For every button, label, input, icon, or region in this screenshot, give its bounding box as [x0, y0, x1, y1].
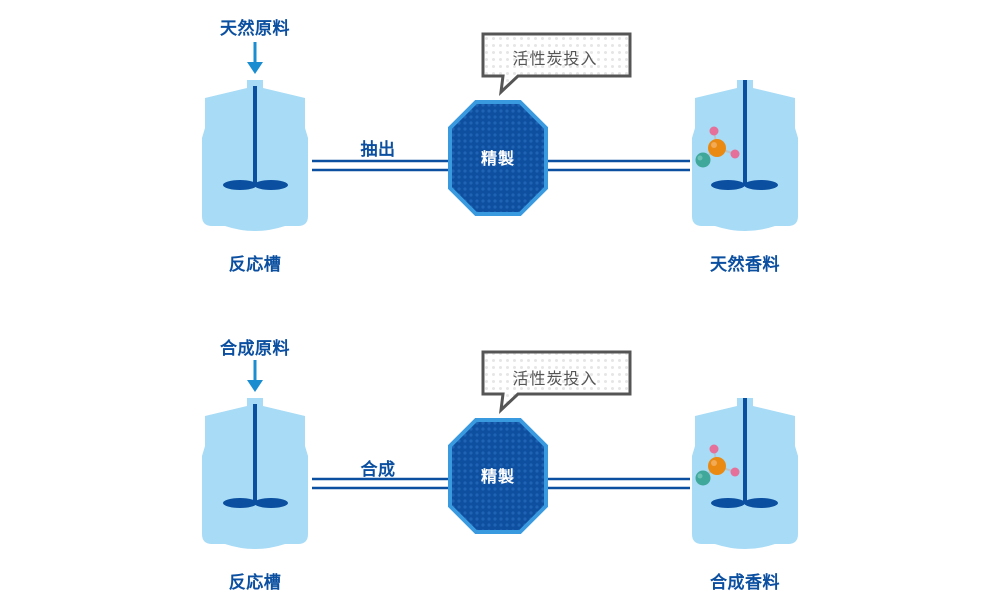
agitator-blade	[223, 498, 257, 508]
process-label: 合成	[360, 460, 396, 480]
agitator-blade	[711, 498, 745, 508]
agitator-blade	[711, 180, 745, 190]
agitator-shaft	[743, 80, 747, 186]
molecule-atom-orange-icon	[708, 139, 726, 157]
agitator-shaft	[743, 398, 747, 504]
row-synthetic	[202, 350, 798, 549]
purifier-label: 精製	[480, 467, 516, 486]
raw-material-label: 天然原料	[220, 19, 290, 39]
product-label: 合成香料	[710, 573, 780, 593]
agitator-blade	[223, 180, 257, 190]
agitator-blade	[744, 498, 778, 508]
molecule-atom-orange-icon	[708, 457, 726, 475]
raw-material-label: 合成原料	[220, 339, 290, 359]
purifier-label: 精製	[480, 149, 516, 168]
speech-bubble	[481, 350, 632, 414]
agitator-shaft	[253, 86, 257, 186]
agitator-blade	[254, 498, 288, 508]
molecule-highlight	[697, 155, 703, 161]
process-label: 抽出	[360, 140, 396, 160]
molecule-atom-pink-icon	[730, 149, 740, 159]
agitator-shaft	[253, 404, 257, 504]
feed-arrow-head-icon	[247, 380, 263, 392]
row-natural	[202, 32, 798, 231]
reactor-label: 反応槽	[228, 573, 282, 593]
feed-arrow-head-icon	[247, 62, 263, 74]
molecule-atom-pink-icon	[709, 444, 719, 454]
product-label: 天然香料	[710, 255, 780, 275]
reactor-label: 反応槽	[228, 255, 282, 275]
bubble-label: 活性炭投入	[512, 369, 598, 388]
purifier-octagon	[448, 100, 548, 216]
molecule-highlight	[711, 460, 717, 466]
agitator-blade	[254, 180, 288, 190]
molecule-atom-pink-icon	[730, 467, 740, 477]
molecule-atom-pink-icon	[709, 126, 719, 136]
molecule-highlight	[697, 473, 703, 479]
agitator-blade	[744, 180, 778, 190]
molecule-atom-teal-icon	[695, 152, 711, 168]
speech-bubble	[481, 32, 632, 96]
molecule-highlight	[711, 142, 717, 148]
molecule-atom-teal-icon	[695, 470, 711, 486]
bubble-label: 活性炭投入	[512, 49, 598, 68]
purifier-octagon	[448, 418, 548, 534]
